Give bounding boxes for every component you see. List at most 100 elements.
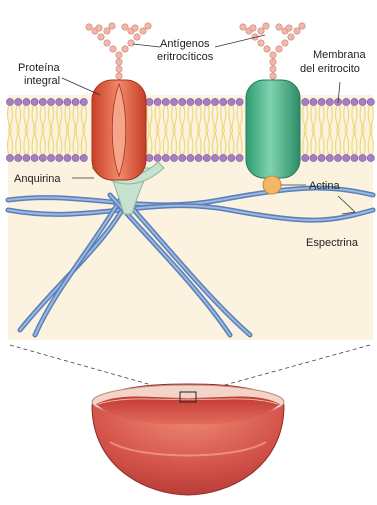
lipid-head bbox=[170, 98, 177, 105]
antigen-bead bbox=[276, 24, 282, 30]
antigen-bead bbox=[288, 34, 294, 40]
lipid-head bbox=[23, 154, 30, 161]
antigen-bead bbox=[132, 25, 138, 31]
red-blood-cell bbox=[92, 384, 284, 495]
lipid-head bbox=[31, 154, 38, 161]
lipid-head bbox=[351, 154, 358, 161]
lipid-head bbox=[154, 98, 161, 105]
lipid-head bbox=[228, 154, 235, 161]
lipid-head bbox=[367, 154, 374, 161]
lipid-head bbox=[310, 154, 317, 161]
lipid-head bbox=[39, 154, 46, 161]
lipid-head bbox=[15, 98, 22, 105]
lipid-head bbox=[318, 154, 325, 161]
antigen-bead bbox=[96, 25, 102, 31]
lipid-head bbox=[15, 154, 22, 161]
antigen-bead bbox=[276, 46, 282, 52]
lipid-head bbox=[162, 154, 169, 161]
antigen-bead bbox=[86, 24, 92, 30]
antigen-bead bbox=[116, 66, 122, 72]
integral-protein bbox=[92, 80, 146, 180]
lipid-head bbox=[326, 98, 333, 105]
lipid-head bbox=[179, 98, 186, 105]
lipid-head bbox=[343, 154, 350, 161]
lipid-head bbox=[6, 98, 13, 105]
antigen-bead bbox=[104, 40, 110, 46]
antigen-bead bbox=[145, 23, 151, 29]
lipid-head bbox=[220, 98, 227, 105]
antigen-bead bbox=[140, 28, 146, 34]
lipid-head bbox=[211, 98, 218, 105]
lipid-head bbox=[6, 154, 13, 161]
antigen-bead bbox=[116, 52, 122, 58]
label-membrane-1: Membrana bbox=[313, 49, 366, 61]
lipid-head bbox=[359, 154, 366, 161]
lipid-head bbox=[162, 98, 169, 105]
lipid-head bbox=[367, 98, 374, 105]
antigen-bead bbox=[270, 73, 276, 79]
lipid-head bbox=[72, 154, 79, 161]
lipid-head bbox=[318, 98, 325, 105]
lipid-head bbox=[203, 98, 210, 105]
lipid-head bbox=[56, 154, 63, 161]
lipid-head bbox=[64, 98, 71, 105]
antigen-bead bbox=[134, 34, 140, 40]
label-ankyrin: Anquirina bbox=[14, 173, 61, 185]
antigen-bead bbox=[258, 28, 264, 34]
antigen-bead bbox=[104, 28, 110, 34]
antigen-bead bbox=[250, 25, 256, 31]
lipid-head bbox=[154, 154, 161, 161]
antigen-bead bbox=[240, 24, 246, 30]
lipid-head bbox=[146, 154, 153, 161]
antigen-bead bbox=[270, 59, 276, 65]
antigen-bead bbox=[299, 23, 305, 29]
antigen-bead bbox=[270, 66, 276, 72]
lipid-head bbox=[326, 154, 333, 161]
lipid-head bbox=[47, 154, 54, 161]
antigen-bead bbox=[128, 40, 134, 46]
lipid-head bbox=[195, 98, 202, 105]
lipid-head bbox=[228, 98, 235, 105]
antigen-bead bbox=[122, 46, 128, 52]
lipid-head bbox=[351, 98, 358, 105]
lipid-head bbox=[80, 154, 87, 161]
antigen-bead bbox=[258, 40, 264, 46]
lipid-head bbox=[31, 98, 38, 105]
lipid-head bbox=[343, 98, 350, 105]
antigen-bead bbox=[270, 52, 276, 58]
label-membrane-2: del eritrocito bbox=[300, 63, 360, 75]
label-integral-protein-1: Proteína bbox=[18, 62, 60, 74]
label-actin: Actina bbox=[309, 180, 340, 192]
actin-protein bbox=[263, 176, 281, 194]
antigen-bead bbox=[264, 46, 270, 52]
lipid-head bbox=[72, 98, 79, 105]
lipid-head bbox=[187, 154, 194, 161]
lipid-head bbox=[187, 98, 194, 105]
lipid-head bbox=[23, 98, 30, 105]
lipid-head bbox=[80, 98, 87, 105]
lipid-head bbox=[56, 98, 63, 105]
lipid-head bbox=[39, 98, 46, 105]
antigen-bead bbox=[294, 28, 300, 34]
lipid-head bbox=[334, 154, 341, 161]
antigen-bead bbox=[282, 40, 288, 46]
lipid-head bbox=[64, 154, 71, 161]
lipid-head bbox=[170, 154, 177, 161]
lipid-head bbox=[302, 154, 309, 161]
lipid-head bbox=[195, 154, 202, 161]
lipid-head bbox=[203, 154, 210, 161]
antigen-bead bbox=[109, 23, 115, 29]
label-integral-protein-2: integral bbox=[24, 75, 60, 87]
lipid-head bbox=[359, 98, 366, 105]
label-antigens-1: Antígenos bbox=[160, 38, 210, 50]
lipid-head bbox=[236, 98, 243, 105]
lipid-head bbox=[47, 98, 54, 105]
antigen-bead bbox=[116, 73, 122, 79]
lipid-head bbox=[146, 98, 153, 105]
antigen-bead bbox=[116, 59, 122, 65]
antigen-bead bbox=[122, 24, 128, 30]
lipid-head bbox=[236, 154, 243, 161]
antigen-bead bbox=[98, 34, 104, 40]
label-antigens-2: eritrocíticos bbox=[157, 51, 214, 63]
